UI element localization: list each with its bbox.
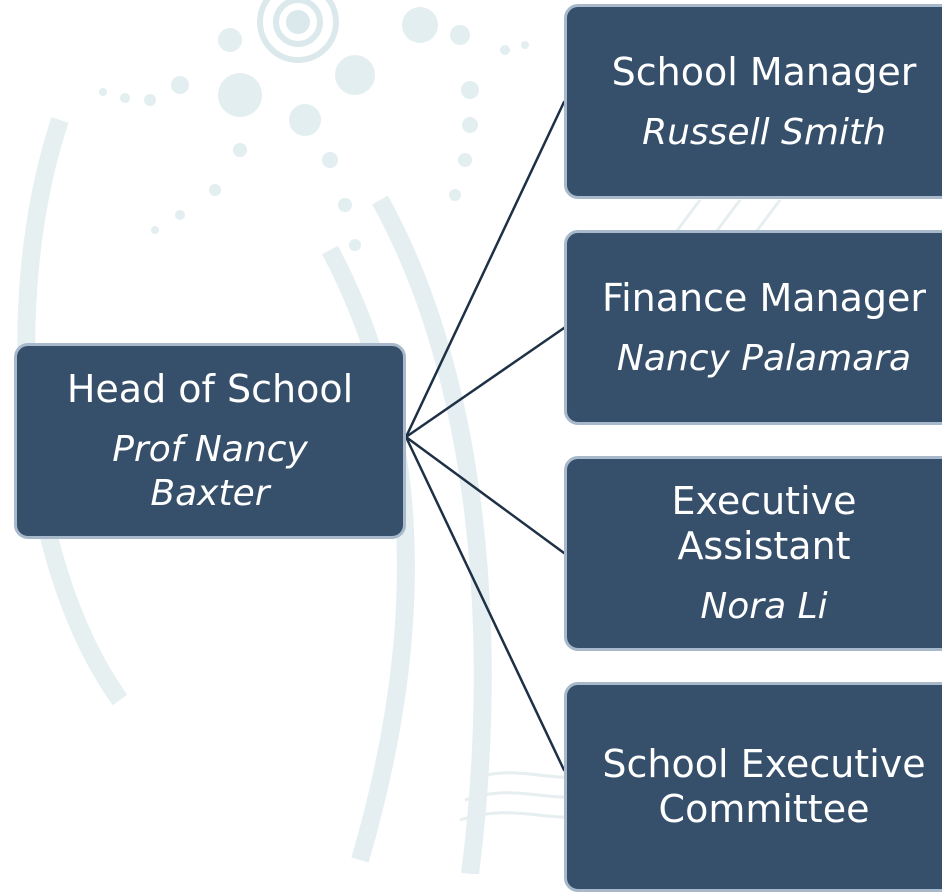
node-role: Finance Manager	[601, 275, 927, 320]
connector-finance-manager	[404, 326, 566, 439]
node-person: Nora Li	[700, 586, 828, 627]
node-person: Nancy Palamara	[616, 337, 912, 379]
node-role: School Manager	[611, 49, 917, 94]
node-role: Assistant	[677, 524, 851, 568]
connector-school-manager	[404, 100, 566, 439]
node-person: Russell Smith	[642, 111, 886, 153]
node-executive-assistant: Executive Assistant Nora Li	[564, 456, 942, 651]
node-head-of-school: Head of School Prof Nancy Baxter	[14, 343, 406, 539]
node-person: Baxter	[150, 472, 270, 514]
node-role: Head of School	[66, 366, 354, 411]
node-person: Prof Nancy	[112, 428, 308, 470]
node-role: School Executive	[602, 742, 926, 786]
node-role: Committee	[658, 787, 870, 831]
node-role: Executive	[671, 479, 857, 523]
connector-lines	[404, 100, 566, 772]
background-artwork	[17, 0, 782, 874]
node-school-manager: School Manager Russell Smith	[564, 4, 942, 199]
node-school-executive-committee: School Executive Committee	[564, 682, 942, 892]
connector-executive-assistant	[404, 435, 566, 555]
node-finance-manager: Finance Manager Nancy Palamara	[564, 230, 942, 425]
connector-school-executive	[404, 435, 566, 772]
